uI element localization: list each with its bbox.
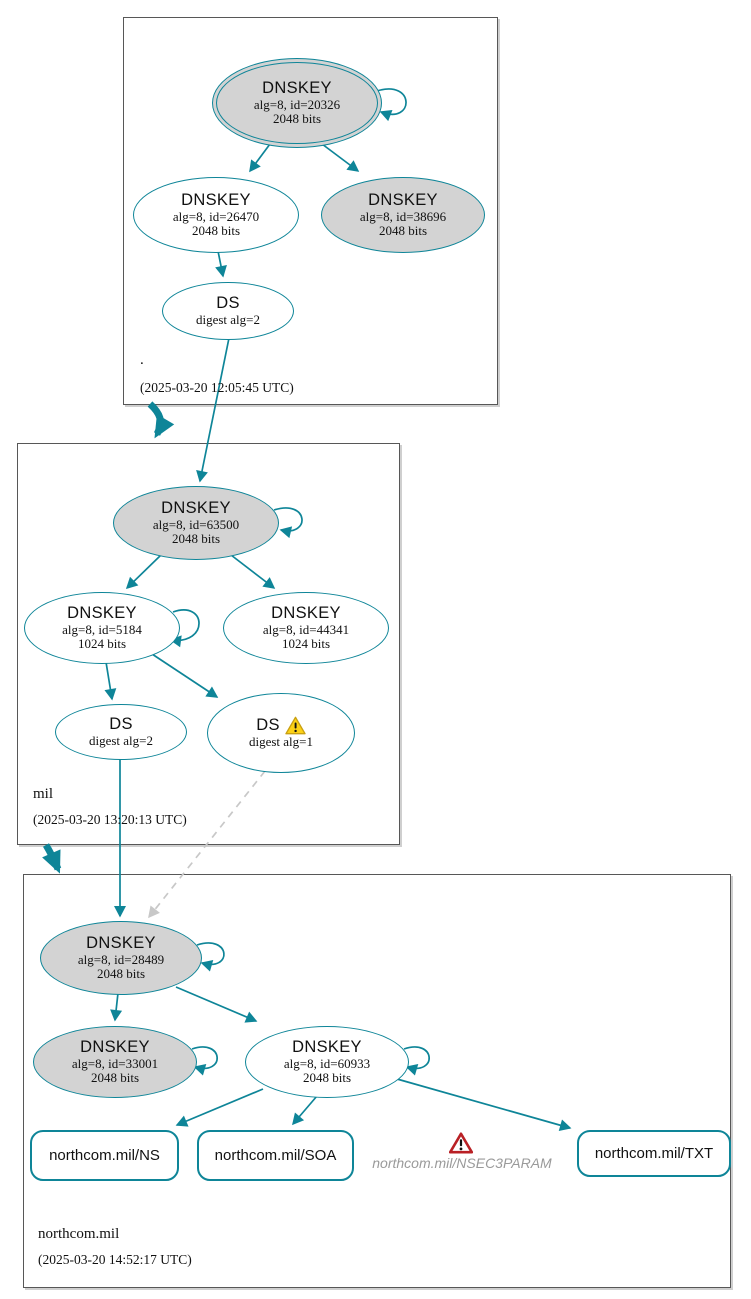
dnskey-33001-node[interactable]: DNSKEY alg=8, id=33001 2048 bits [33,1026,197,1098]
rrset-northcom-mil-txt[interactable]: northcom.mil/TXT [577,1130,731,1177]
ds-mil-alg2-node[interactable]: DS digest alg=2 [55,704,187,760]
node-title: DNSKEY [271,604,341,623]
rrset-label: northcom.mil/NS [49,1147,160,1164]
node-detail: 2048 bits [96,966,146,982]
node-detail: digest alg=2 [195,311,261,327]
node-title: DNSKEY [181,191,251,210]
node-detail: 1024 bits [281,636,331,652]
node-detail: alg=8, id=63500 [152,516,240,532]
dnskey-38696-node[interactable]: DNSKEY alg=8, id=38696 2048 bits [321,177,485,253]
ds-mil-alg1-node[interactable]: DS digest alg=1 [207,693,355,773]
edge-60933-to-ns [175,1088,264,1127]
rrset-label: northcom.mil/TXT [594,1145,714,1162]
dnskey-5184-node[interactable]: DNSKEY alg=8, id=5184 1024 bits [24,592,180,664]
node-detail: alg=8, id=44341 [262,621,350,637]
edge-63500-to-44341 [230,554,276,589]
edge-28489-to-60933 [175,986,258,1023]
ds-root-node[interactable]: DS digest alg=2 [162,282,294,340]
node-detail: alg=8, id=5184 [62,621,142,637]
dnskey-20326-node[interactable]: DNSKEY alg=8, id=20326 2048 bits [212,58,382,148]
edge-ksk20326-to-38696 [321,143,360,172]
dnskey-28489-node[interactable]: DNSKEY alg=8, id=28489 2048 bits [40,921,202,995]
node-title: DNSKEY [262,79,332,98]
dnskey-44341-node[interactable]: DNSKEY alg=8, id=44341 1024 bits [223,592,389,664]
dnskey-26470-node[interactable]: DNSKEY alg=8, id=26470 2048 bits [133,177,299,253]
edge-60933-to-soa [292,1095,318,1126]
node-title: DS [256,716,280,735]
node-detail: alg=8, id=38696 [359,208,447,224]
zone-label-northcom-mil: northcom.mil [38,1226,120,1242]
zone-timestamp-northcom-mil: (2025-03-20 14:52:17 UTC) [38,1252,192,1267]
edge-63500-to-5184 [125,554,162,590]
edge-ksk63500-selfloop [273,507,303,539]
error-icon [448,1132,474,1154]
edge-ksk20326-to-26470 [249,143,271,173]
node-title: DNSKEY [80,1038,150,1057]
edge-5184-to-ds1 [151,653,219,698]
node-title: DNSKEY [161,499,231,518]
edge-ksk28489-selfloop [196,942,225,972]
edge-5184-to-ds2 [104,661,117,701]
node-detail: alg=8, id=20326 [253,96,341,112]
zone-box-northcom-mil [23,874,731,1288]
rrset-northcom-mil-soa[interactable]: northcom.mil/SOA [197,1130,354,1181]
node-detail: digest alg=1 [248,734,314,750]
node-detail: alg=8, id=33001 [71,1055,159,1071]
node-title: DS [216,294,240,313]
edge-26470-to-ds [215,250,227,278]
dnskey-63500-node[interactable]: DNSKEY alg=8, id=63500 2048 bits [113,486,279,560]
zone-timestamp-root: (2025-03-20 12:05:45 UTC) [140,380,294,395]
node-detail: alg=8, id=26470 [172,208,260,224]
dnskey-60933-node[interactable]: DNSKEY alg=8, id=60933 2048 bits [245,1026,409,1098]
edge-5184-selfloop [169,609,200,648]
edge-60933-selfloop [403,1046,430,1076]
zone-box-root [123,17,498,405]
edge-delegation-root-to-mil [147,401,175,439]
rrset-northcom-mil-ns[interactable]: northcom.mil/NS [30,1130,179,1181]
node-detail: 2048 bits [378,223,428,239]
warning-icon [285,716,306,735]
node-detail: alg=8, id=28489 [77,951,165,967]
edge-delegation-mil-to-northcom [42,843,62,874]
node-title: DS [109,715,133,734]
edge-ksk20326-selfloop [376,88,407,122]
node-detail: 2048 bits [90,1070,140,1086]
rrset-label: northcom.mil/SOA [214,1147,337,1164]
node-title: DNSKEY [292,1038,362,1057]
zone-timestamp-mil: (2025-03-20 13:20:13 UTC) [33,812,187,827]
edge-33001-selfloop [191,1046,218,1076]
node-detail: 2048 bits [272,111,322,127]
node-title: DNSKEY [368,191,438,210]
zone-box-mil [17,443,400,845]
edge-ds1-mil-to-28489-dashed [148,770,266,919]
node-title: DNSKEY [67,604,137,623]
edge-ds-root-to-63500 [196,337,230,483]
edge-60933-to-txt [396,1078,572,1132]
node-detail: alg=8, id=60933 [283,1055,371,1071]
node-detail: 2048 bits [191,223,241,239]
node-detail: 2048 bits [171,531,221,547]
node-detail: digest alg=2 [88,732,154,748]
rrset-northcom-mil-nsec3param: northcom.mil/NSEC3PARAM [372,1155,552,1171]
node-detail: 1024 bits [77,636,127,652]
edge-28489-to-33001 [110,992,123,1022]
zone-label-root: . [140,352,144,368]
node-detail: 2048 bits [302,1070,352,1086]
zone-label-mil: mil [33,786,54,802]
node-title: DNSKEY [86,934,156,953]
